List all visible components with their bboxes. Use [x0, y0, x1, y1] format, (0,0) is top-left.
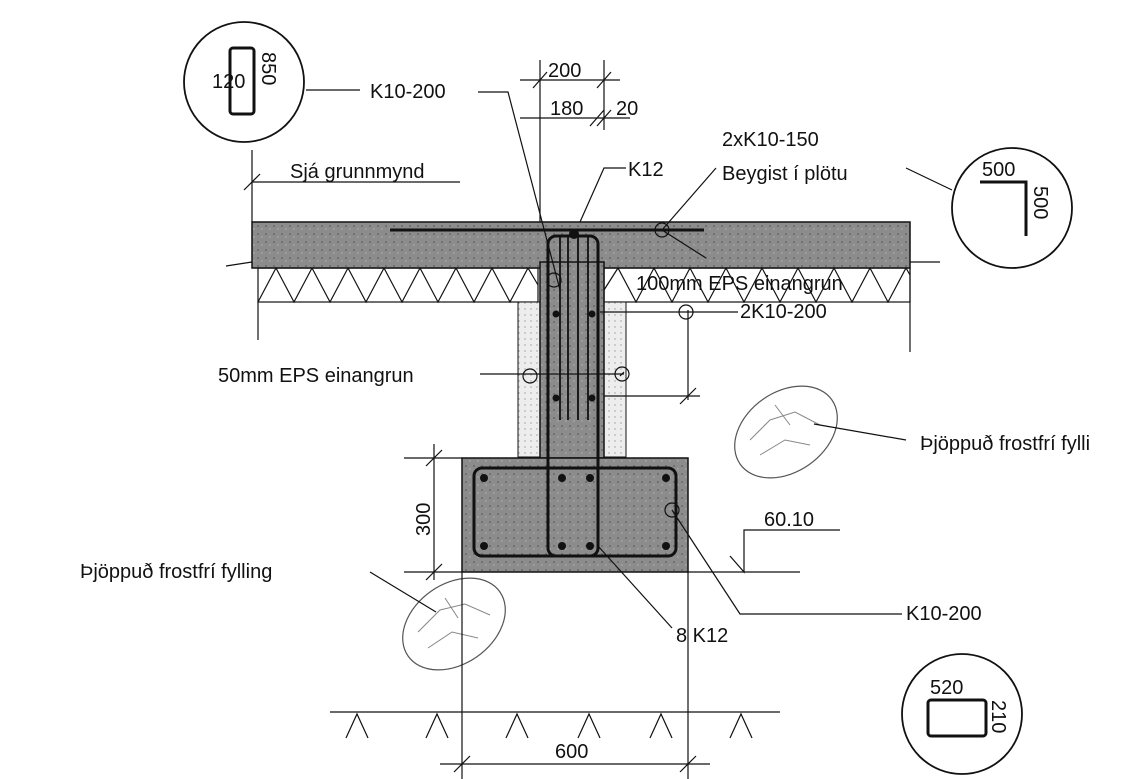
fill-symbol-left: [402, 577, 506, 671]
bar-shape-top-left: 120 850: [183, 21, 305, 143]
dim-footing-height: 300: [413, 503, 435, 536]
label-fill-left: Þjöppuð frostfrí fylling: [80, 561, 272, 583]
dimension-lines: [243, 60, 840, 779]
label-footing-stirrup: K10-200: [906, 603, 982, 625]
label-slab-bars-line1: 2xK10-150: [722, 129, 819, 151]
dim-wall-total: 200: [548, 60, 581, 82]
reinforcement: [390, 228, 704, 558]
label-top-bar: K12: [628, 159, 664, 181]
bar-shape-top-right: 500 500: [951, 147, 1073, 269]
bar-shape-bottom-right: 520 210: [901, 653, 1023, 775]
label-slab-bars-line2: Beygist í plötu: [722, 163, 848, 185]
ground-line: [330, 711, 780, 739]
label-wall-bars: 2K10-200: [740, 301, 827, 323]
label-wall-insulation: 50mm EPS einangrun: [218, 365, 414, 387]
label-see-plan: Sjá grunnmynd: [290, 161, 425, 183]
bar-shape-a-height: 850: [257, 52, 279, 85]
labels: K10-200 200 180 20 2xK10-150 Beygist í p…: [80, 60, 1090, 763]
bar-shape-a-width: 120: [212, 71, 245, 93]
bar-shape-c-width: 520: [930, 677, 963, 699]
dim-wall-concrete: 180: [550, 98, 583, 120]
bar-shape-b-width: 500: [982, 159, 1015, 181]
label-footing-bars: 8 K12: [676, 625, 728, 647]
dim-footing-width: 600: [555, 741, 588, 763]
callout-markers: [522, 222, 694, 518]
fill-symbol-right: [734, 385, 838, 479]
dim-wall-gap: 20: [616, 98, 638, 120]
leader-lines: [306, 89, 953, 629]
label-slab-insulation: 100mm EPS einangrun: [636, 273, 843, 295]
bar-shape-c-height: 210: [987, 700, 1009, 733]
bar-shape-b-height: 500: [1029, 186, 1051, 219]
elevation-value: 60.10: [764, 509, 814, 531]
concrete-section: [225, 221, 940, 573]
label-fill-right: Þjöppuð frostfrí fylli: [920, 433, 1090, 455]
label-stirrup-wall: K10-200: [370, 81, 446, 103]
